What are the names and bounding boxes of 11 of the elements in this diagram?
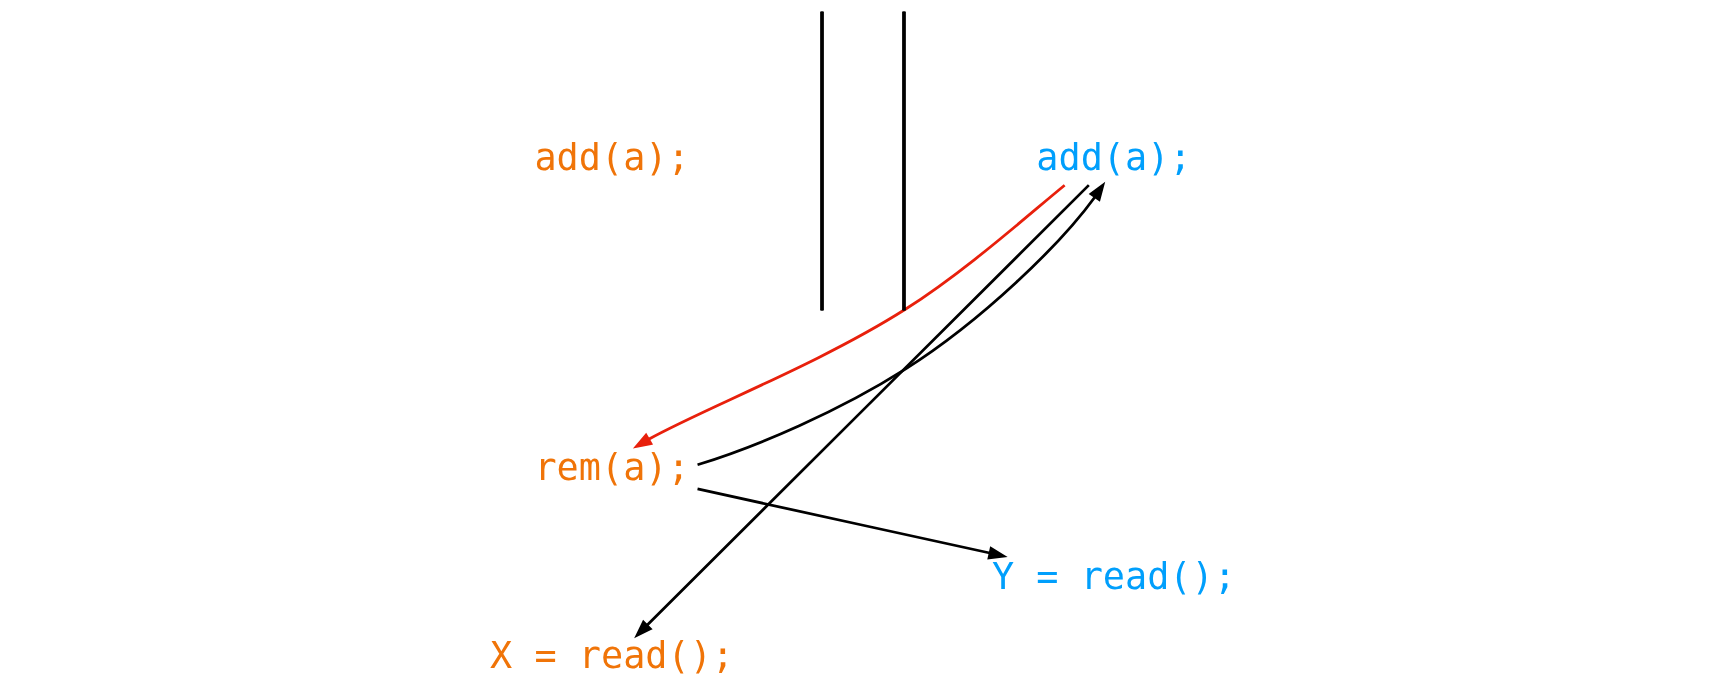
node-text: add(a); — [1036, 136, 1192, 180]
arrow — [634, 184, 1090, 639]
node-text: X = read(); — [490, 634, 735, 678]
node-text: Y = read(); — [991, 555, 1236, 599]
node-bar — [902, 11, 906, 311]
arrow — [697, 181, 1106, 467]
node-text: add(a); — [534, 136, 690, 180]
arrow — [697, 487, 1008, 560]
node-text: rem(a); — [534, 445, 690, 489]
arrow — [632, 184, 1066, 449]
node-bar — [820, 11, 824, 311]
